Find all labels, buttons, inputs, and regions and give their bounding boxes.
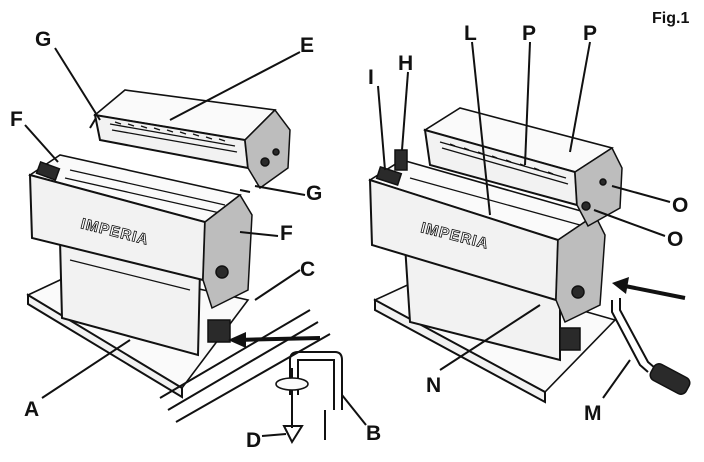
label-l: L: [464, 22, 477, 45]
label-g-top: G: [35, 28, 51, 51]
crank-handle: [611, 298, 691, 395]
label-o-1: O: [672, 194, 688, 217]
label-o-2: O: [667, 228, 683, 251]
label-f-left: F: [10, 108, 23, 131]
labels: G E F G F C A B D I H L P P O O N M: [10, 22, 688, 452]
label-h: H: [398, 52, 413, 75]
label-p-1: P: [522, 22, 536, 45]
left-cutter-attachment: [89, 89, 291, 193]
label-c: C: [300, 258, 315, 281]
figure-title: Fig.1: [652, 10, 690, 27]
label-b: B: [366, 422, 381, 445]
label-f-right: F: [280, 222, 293, 245]
arrow-c: [228, 332, 321, 348]
label-a: A: [24, 398, 39, 421]
right-machine: IMPERIA: [368, 107, 623, 404]
label-i: I: [368, 66, 374, 89]
label-d: D: [246, 429, 261, 452]
label-g-right: G: [306, 182, 322, 205]
label-e: E: [300, 34, 314, 57]
label-m: M: [584, 402, 602, 425]
label-n: N: [426, 374, 441, 397]
leader-lines: [24, 41, 671, 437]
left-machine: IMPERIA: [26, 154, 253, 399]
label-p-2: P: [583, 22, 597, 45]
arrow-crank: [612, 277, 686, 300]
